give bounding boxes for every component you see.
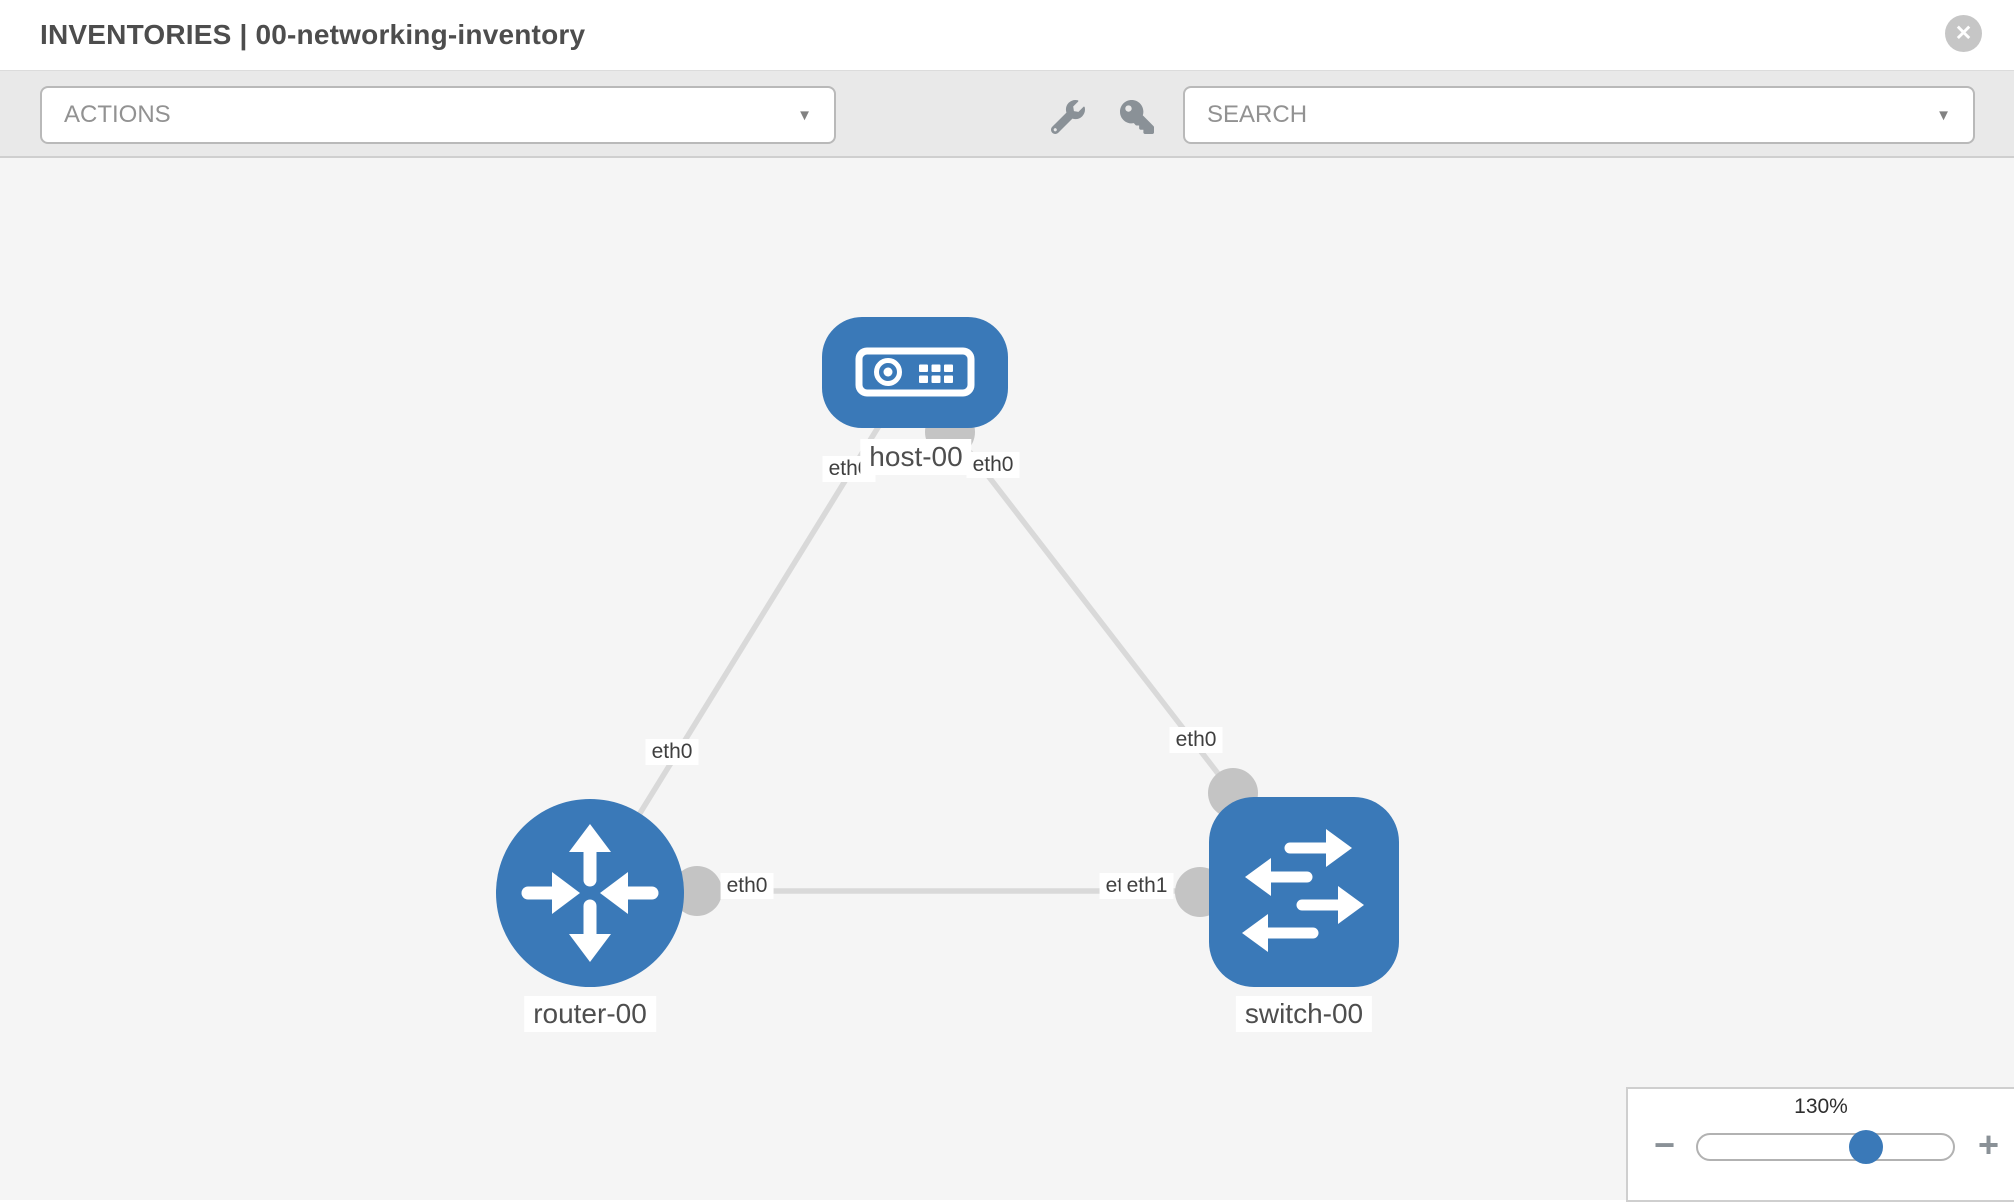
minus-icon: −: [1654, 1124, 1676, 1165]
actions-dropdown-label: ACTIONS: [64, 101, 171, 128]
zoom-slider-handle[interactable]: [1849, 1130, 1883, 1164]
router-interface-port: [672, 866, 722, 916]
actions-dropdown[interactable]: ACTIONS ▼: [40, 86, 836, 144]
page-title: INVENTORIES | 00-networking-inventory: [40, 19, 586, 50]
configure-button[interactable]: [1050, 100, 1085, 135]
router-node-shape[interactable]: [496, 799, 684, 987]
node-router-00[interactable]: [496, 799, 684, 987]
interface-label-switch-uplink: eth0: [1169, 727, 1223, 753]
interface-label-host-right: eth0: [966, 452, 1020, 478]
chevron-down-icon: ▼: [1936, 106, 1951, 124]
node-label-host-00: host-00: [860, 439, 972, 475]
topology-canvas[interactable]: eth0 eth0 eth0 eth0 eth0 eth1 eth1 host-…: [0, 158, 2014, 1200]
close-icon: ✕: [1954, 22, 1973, 45]
chevron-down-icon: ▼: [797, 106, 812, 124]
node-host-00[interactable]: [822, 317, 1008, 428]
host-node-shape[interactable]: [822, 317, 1008, 428]
zoom-in-button[interactable]: +: [1978, 1125, 1999, 1165]
plus-icon: +: [1978, 1124, 2000, 1165]
link-host-router[interactable]: [597, 406, 893, 880]
zoom-slider[interactable]: [1696, 1130, 1955, 1164]
key-icon: [1120, 100, 1154, 134]
node-label-router-00: router-00: [524, 996, 656, 1032]
page-header: INVENTORIES | 00-networking-inventory ✕: [0, 0, 2014, 70]
interface-label-router-uplink: eth0: [645, 739, 699, 765]
credentials-button[interactable]: [1120, 100, 1154, 134]
interface-label-host-left: eth0: [822, 456, 876, 482]
search-dropdown[interactable]: SEARCH ▼: [1183, 86, 1975, 144]
router-icon: [521, 824, 659, 962]
search-dropdown-label: SEARCH: [1207, 101, 1308, 128]
zoom-out-button[interactable]: −: [1654, 1125, 1675, 1165]
interface-label-router-right: eth0: [720, 873, 774, 899]
close-button[interactable]: ✕: [1945, 15, 1982, 52]
zoom-control-panel: 130% − +: [1626, 1087, 2014, 1202]
interface-label-switch-left: eth1: [1120, 873, 1174, 899]
switch-icon: [1242, 829, 1364, 952]
zoom-level-readout: 130%: [1794, 1095, 1848, 1118]
switch-node-shape[interactable]: [1209, 797, 1399, 987]
wrench-icon: [1050, 100, 1085, 135]
toolbar: ACTIONS ▼ SEARCH ▼: [0, 70, 2014, 158]
host-icon: [855, 347, 975, 397]
node-label-switch-00: switch-00: [1235, 996, 1373, 1032]
node-switch-00[interactable]: [1209, 797, 1399, 987]
